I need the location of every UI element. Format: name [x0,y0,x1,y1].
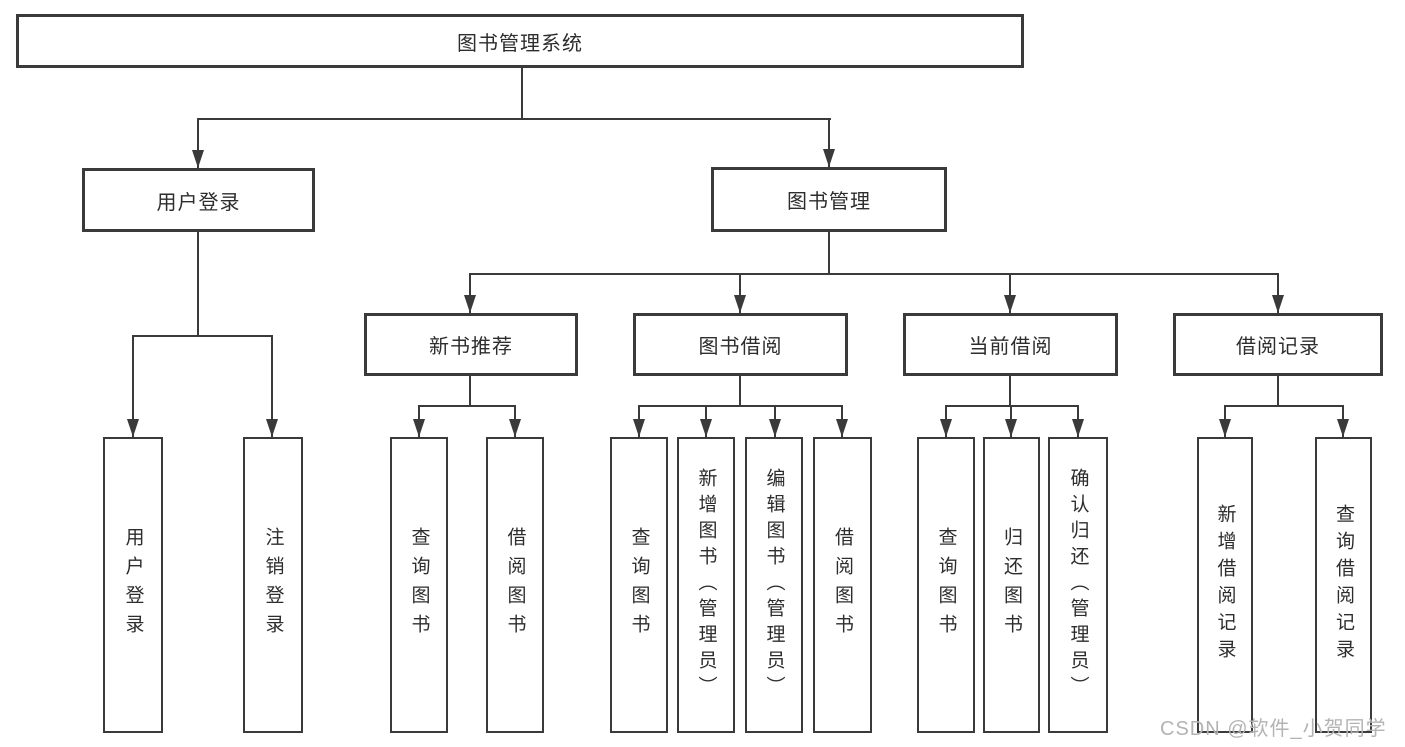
leaf-logout: 注销登录 [243,437,303,733]
connector-line [1009,273,1011,313]
leaf-confirm-return-admin: 确认归还（管理员） [1048,437,1108,733]
connector-line [469,273,1279,275]
leaf-borrow-books-borrowing: 借阅图书 [813,437,872,733]
connector-line [739,273,741,313]
arrow-down-icon [464,295,476,313]
arrow-down-icon [509,419,521,437]
arrow-down-icon [266,419,278,437]
leaf-return-books: 归还图书 [983,437,1040,733]
connector-line [197,118,199,168]
connector-line [418,405,516,407]
leaf-borrow-books-recommend: 借阅图书 [486,437,544,733]
watermark: CSDN @软件_小贺同学 [1160,718,1387,740]
arrow-down-icon [633,419,645,437]
node-book-borrowing: 图书借阅 [633,313,848,376]
node-borrowing-records: 借阅记录 [1173,313,1383,376]
arrow-down-icon [769,419,781,437]
node-new-book-recommendation: 新书推荐 [364,313,578,376]
connector-line [1009,376,1011,405]
connector-line [197,118,831,120]
node-book-management: 图书管理 [711,167,947,232]
connector-line [739,376,741,405]
arrow-down-icon [1072,419,1084,437]
connector-line [828,231,830,273]
connector-line [469,273,471,313]
connector-line [1277,273,1279,313]
arrow-down-icon [1005,419,1017,437]
connector-line [1224,405,1343,407]
connector-line [521,68,523,120]
leaf-add-borrow-record: 新增借阅记录 [1197,437,1253,733]
leaf-add-books-admin: 新增图书（管理员） [677,437,735,733]
leaf-query-books-current: 查询图书 [917,437,975,733]
arrow-down-icon [700,419,712,437]
node-current-borrowing: 当前借阅 [903,313,1118,376]
arrow-down-icon [823,149,835,167]
arrow-down-icon [1219,419,1231,437]
connector-line [469,376,471,405]
node-user-login: 用户登录 [82,168,315,232]
arrow-down-icon [127,419,139,437]
leaf-query-borrow-record: 查询借阅记录 [1315,437,1372,733]
arrow-down-icon [192,150,204,168]
leaf-query-books-borrowing: 查询图书 [610,437,668,733]
arrow-down-icon [1004,295,1016,313]
connector-line [197,232,199,335]
leaf-edit-books-admin: 编辑图书（管理员） [745,437,803,733]
leaf-query-books-recommend: 查询图书 [390,437,448,733]
node-root: 图书管理系统 [16,14,1024,68]
arrow-down-icon [836,419,848,437]
connector-line [638,405,843,407]
connector-line [271,335,273,437]
arrow-down-icon [734,295,746,313]
connector-line [132,335,273,337]
connector-line [828,118,830,167]
connector-line [132,335,134,437]
arrow-down-icon [413,419,425,437]
arrow-down-icon [1272,295,1284,313]
connector-line [1277,376,1279,405]
arrow-down-icon [940,419,952,437]
leaf-user-login: 用户登录 [103,437,163,733]
arrow-down-icon [1337,419,1349,437]
